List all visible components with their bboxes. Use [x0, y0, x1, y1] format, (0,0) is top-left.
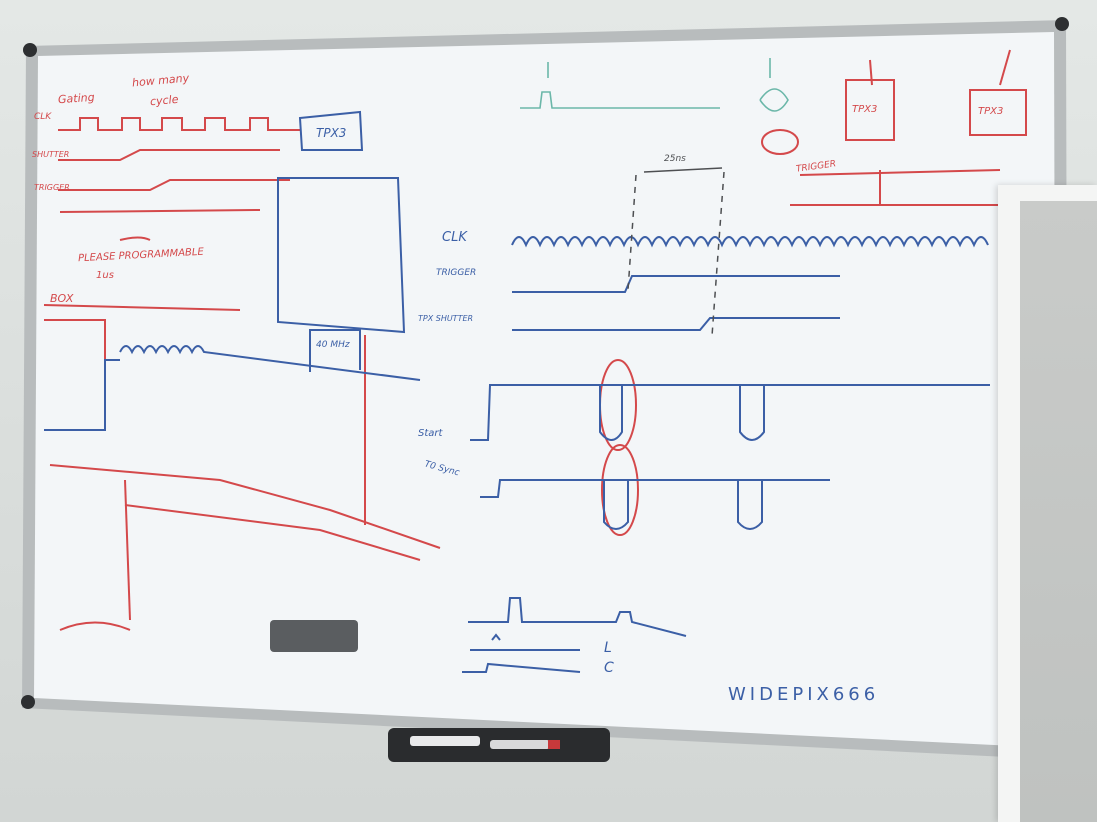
overlay-panel	[998, 185, 1097, 822]
label-trigger: TRIGGER	[436, 268, 476, 278]
label-time-span: 25ns	[664, 154, 686, 164]
label-40mhz: 40 MHz	[316, 340, 350, 350]
note-gating: Gating	[58, 91, 95, 107]
note-1us: 1us	[96, 270, 114, 281]
label-tpx-box: TPX3	[316, 126, 346, 140]
corner-cap	[23, 43, 37, 57]
corner-cap	[1055, 17, 1069, 31]
label-clk-left: CLK	[34, 112, 51, 122]
overlay-panel-inner	[1020, 201, 1097, 822]
label-tpx-shutter: TPX SHUTTER	[418, 314, 473, 323]
label-start: Start	[418, 428, 442, 439]
label-trigger-left: TRIGGER	[34, 183, 70, 192]
marker	[410, 736, 480, 746]
label-tpx3-b: TPX3	[978, 106, 1003, 117]
label-clk: CLK	[442, 230, 467, 245]
signature: WIDEPIX666	[728, 684, 879, 705]
label-c: C	[604, 660, 614, 676]
board-surface	[34, 32, 1056, 748]
label-shutter-left: SHUTTER	[32, 150, 69, 159]
marker	[490, 740, 550, 749]
eraser	[270, 620, 358, 652]
note-box: BOX	[50, 292, 73, 305]
marker-cap	[548, 740, 560, 749]
label-l: L	[604, 640, 612, 656]
note-cycle: cycle	[149, 93, 178, 108]
label-tpx3-a: TPX3	[852, 104, 877, 115]
corner-cap	[21, 695, 35, 709]
